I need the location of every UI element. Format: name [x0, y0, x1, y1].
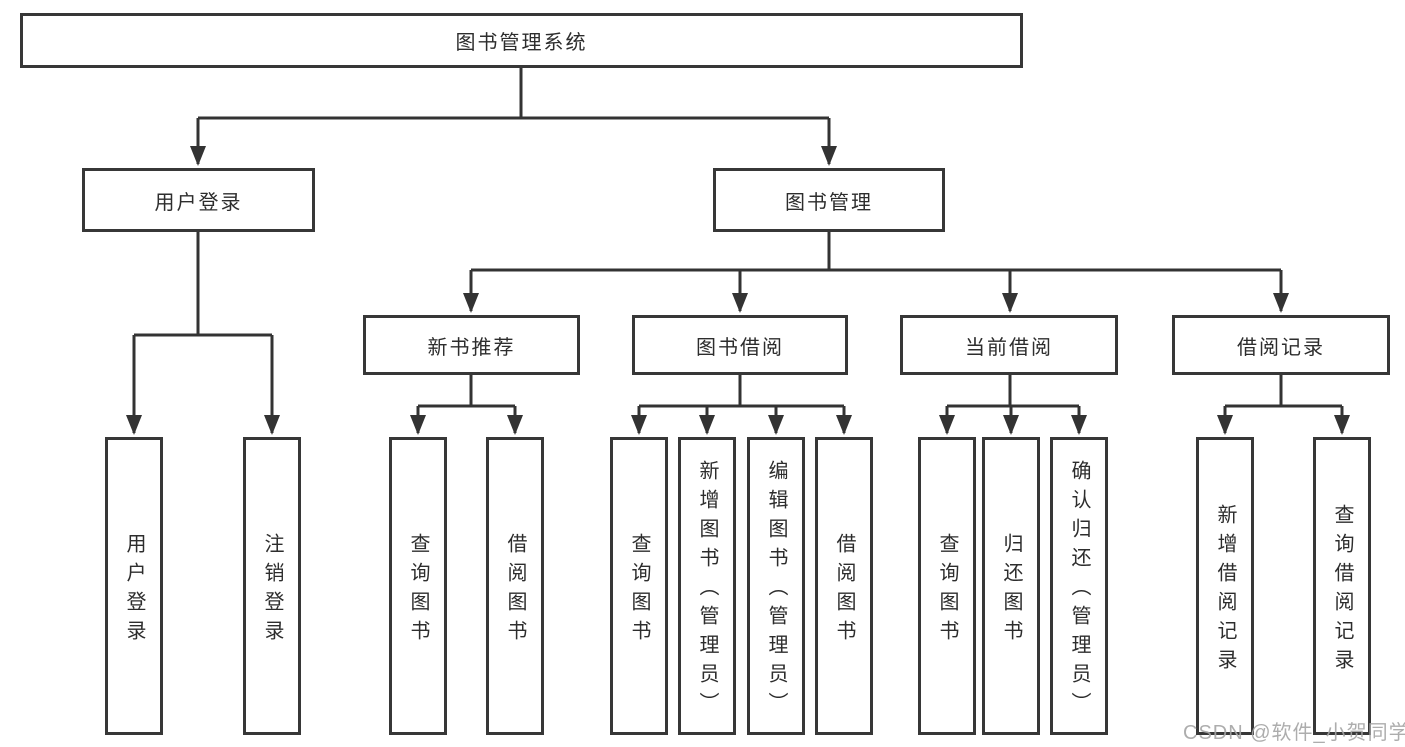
node-book-borrowing: 图书借阅	[632, 315, 848, 375]
leaf-query-book-borrow: 查询图书	[610, 437, 668, 735]
leaf-query-book-current-label: 查询图书	[936, 532, 958, 649]
leaf-edit-book-admin-label: 编辑图书（管理员）	[765, 460, 787, 721]
leaf-add-book-admin: 新增图书（管理员）	[678, 437, 736, 735]
leaf-confirm-return-admin-label: 确认归还（管理员）	[1068, 460, 1090, 721]
leaf-add-borrow-record: 新增借阅记录	[1196, 437, 1254, 735]
leaf-user-login-label: 用户登录	[123, 532, 145, 649]
leaf-add-borrow-record-label: 新增借阅记录	[1214, 503, 1236, 678]
leaf-logout: 注销登录	[243, 437, 301, 735]
leaf-query-borrow-record: 查询借阅记录	[1313, 437, 1371, 735]
node-user-login: 用户登录	[82, 168, 315, 232]
leaf-return-book: 归还图书	[982, 437, 1040, 735]
leaf-return-book-label: 归还图书	[1000, 532, 1022, 649]
node-library-management-system: 图书管理系统	[20, 13, 1023, 68]
leaf-borrow-book: 借阅图书	[815, 437, 873, 735]
leaf-add-book-admin-label: 新增图书（管理员）	[696, 460, 718, 721]
leaf-query-book-newrec: 查询图书	[389, 437, 447, 735]
leaf-query-book-newrec-label: 查询图书	[407, 532, 429, 649]
leaf-borrow-book-newrec: 借阅图书	[486, 437, 544, 735]
leaf-query-borrow-record-label: 查询借阅记录	[1331, 503, 1353, 678]
leaf-borrow-book-newrec-label: 借阅图书	[504, 532, 526, 649]
leaf-user-login: 用户登录	[105, 437, 163, 735]
node-current-borrowing: 当前借阅	[900, 315, 1118, 375]
node-borrowing-records: 借阅记录	[1172, 315, 1390, 375]
leaf-confirm-return-admin: 确认归还（管理员）	[1050, 437, 1108, 735]
leaf-borrow-book-label: 借阅图书	[833, 532, 855, 649]
leaf-logout-label: 注销登录	[261, 532, 283, 649]
leaf-edit-book-admin: 编辑图书（管理员）	[747, 437, 805, 735]
csdn-watermark: CSDN @软件_小贺同学	[1183, 722, 1405, 744]
leaf-query-book-borrow-label: 查询图书	[628, 532, 650, 649]
leaf-query-book-current: 查询图书	[918, 437, 976, 735]
node-new-book-recommendation: 新书推荐	[363, 315, 580, 375]
node-book-management: 图书管理	[713, 168, 945, 232]
